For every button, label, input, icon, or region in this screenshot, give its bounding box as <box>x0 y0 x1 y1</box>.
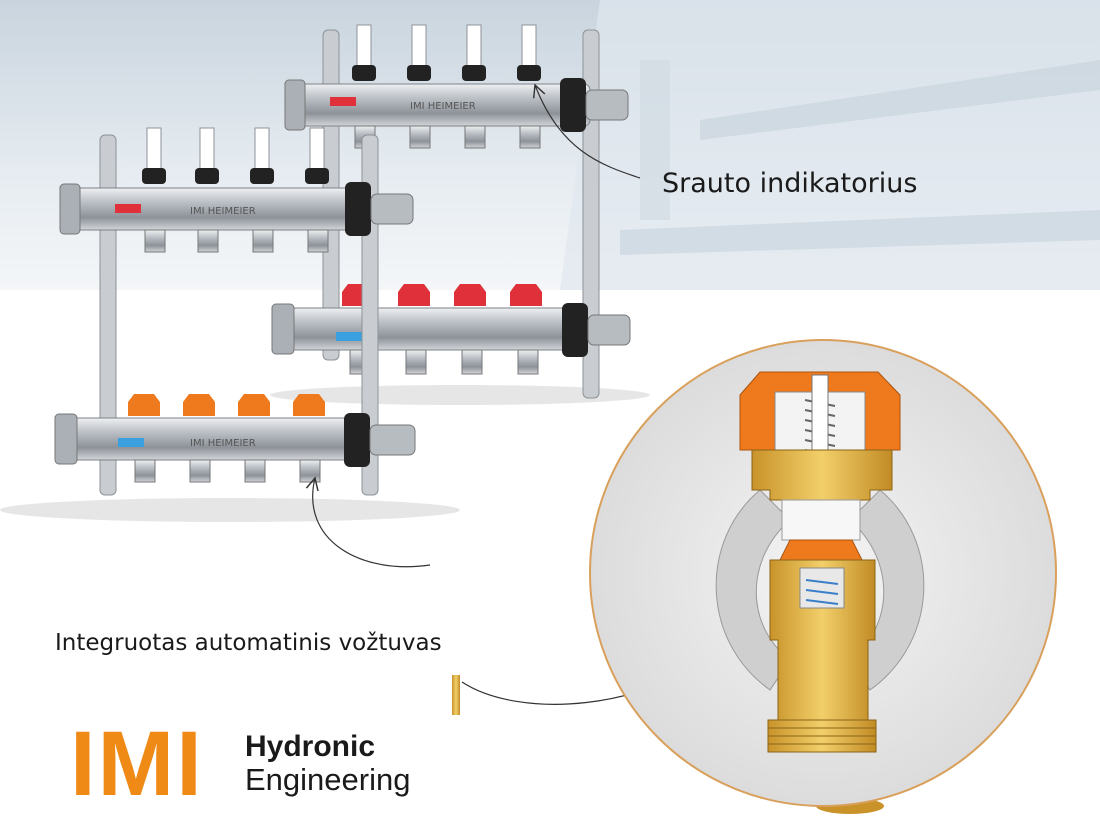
valve-cutaway-detail <box>589 339 1057 807</box>
valve-callout-upper <box>313 478 431 568</box>
logo-mark: IMI <box>70 713 204 815</box>
floor-shadow <box>0 498 460 522</box>
logo-wordmark: Hydronic Engineering <box>245 730 410 796</box>
brass-fragment <box>452 675 460 715</box>
flow-indicator-callout <box>535 85 641 179</box>
product-marking: IMI HEIMEIER <box>190 438 256 449</box>
product-marking: IMI HEIMEIER <box>410 101 476 112</box>
product-marking: IMI HEIMEIER <box>190 206 256 217</box>
logo-line-engineering: Engineering <box>245 762 411 797</box>
integrated-valve-label: Integruotas automatinis vožtuvas <box>55 630 442 656</box>
manifold-front: IMI HEIMEIER IMI HEIMEIER <box>54 127 416 496</box>
logo-line-hydronic: Hydronic <box>245 730 376 763</box>
flow-indicator-label: Srauto indikatorius <box>662 168 918 199</box>
imi-hydronic-logo: IMI Hydronic Engineering <box>70 713 430 815</box>
